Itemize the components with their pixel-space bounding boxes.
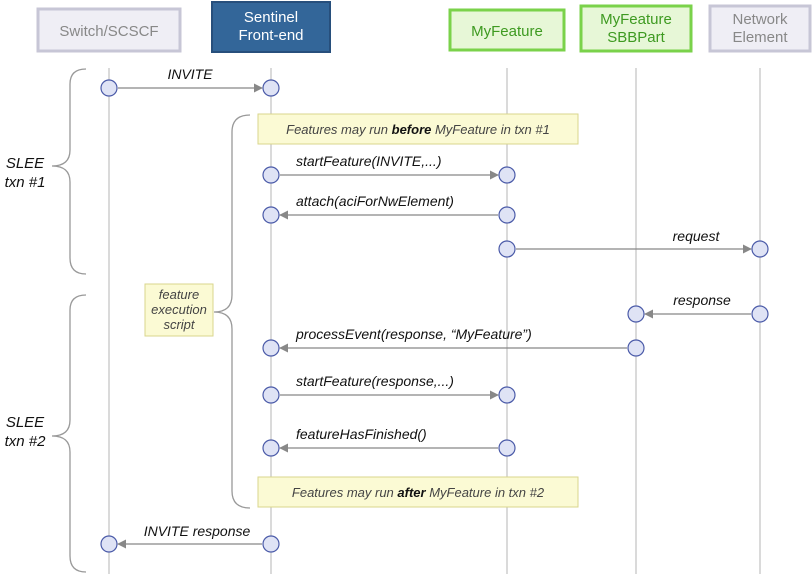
actor-network-label-line1: Network [732,11,788,28]
actor-network-element: Network Element [708,4,812,53]
point-network-request [751,240,769,258]
point-myfeature-finished [498,439,516,457]
actor-sentinel-front-end: Sentinel Front-end [211,1,331,53]
point-network-response [751,305,769,323]
msg-feature-has-finished: featureHasFinished() [296,426,427,442]
note-before-bold: before [392,122,432,137]
msg-invite: INVITE [167,66,213,82]
point-switch-invite-response [100,535,118,553]
note-after-pre: Features may run [292,485,398,500]
msg-process-event: processEvent(response, “MyFeature”) [295,326,532,342]
txn2-label-line2: txn #2 [5,433,47,450]
txn2-brace [51,294,87,573]
actor-sbbpart-label-line1: MyFeature [600,11,672,28]
note-after-bold: after [397,485,426,500]
point-myfeature-attach [498,206,516,224]
script-note-line2: execution [151,302,207,317]
point-sentinel-start1 [262,166,280,184]
point-sentinel-invite [262,79,280,97]
msg-start-feature-response: startFeature(response,...) [296,373,454,389]
script-note-line1: feature [159,287,199,302]
actor-myfeature-label: MyFeature [471,23,543,40]
actor-switch: Switch/SCSCF [36,7,182,53]
note-after: Features may run after MyFeature in txn … [257,476,579,508]
point-sbbpart-response [627,305,645,323]
actor-switch-label: Switch/SCSCF [59,23,158,40]
txn1-brace [51,68,87,275]
actor-myfeature-sbbpart: MyFeature SBBPart [579,4,693,53]
point-sentinel-invite-response [262,535,280,553]
note-before: Features may run before MyFeature in txn… [257,113,579,145]
msg-attach: attach(aciForNwElement) [296,193,454,209]
note-before-pre: Features may run [286,122,392,137]
note-feature-execution-script: feature execution script [144,283,214,337]
actor-sentinel-label-line2: Front-end [238,27,303,44]
point-sentinel-attach [262,206,280,224]
point-sentinel-finished [262,439,280,457]
point-sentinel-process [262,339,280,357]
actor-sentinel-label-line1: Sentinel [244,9,298,26]
point-sentinel-start2 [262,386,280,404]
script-brace [213,114,251,509]
svg-text:Features may run before MyFeat: Features may run before MyFeature in txn… [286,122,550,137]
txn1-label-line1: SLEE [6,155,45,172]
msg-request: request [673,228,721,244]
activation-points [100,79,769,553]
script-note-line3: script [163,317,195,332]
point-switch-invite [100,79,118,97]
point-myfeature-start1 [498,166,516,184]
point-myfeature-start2 [498,386,516,404]
point-myfeature-request [498,240,516,258]
svg-text:Features may run after MyFeatu: Features may run after MyFeature in txn … [292,485,545,500]
txn1-label-line2: txn #1 [5,174,46,191]
actor-sbbpart-label-line2: SBBPart [607,29,665,46]
msg-start-feature-invite: startFeature(INVITE,...) [296,153,441,169]
msg-invite-response: INVITE response [144,523,251,539]
messages [117,83,752,549]
point-sbbpart-process [627,339,645,357]
txn2-label-line1: SLEE [6,414,45,431]
msg-response: response [673,292,731,308]
actor-myfeature: MyFeature [448,8,566,52]
actor-network-label-line2: Element [732,29,788,46]
note-before-post: MyFeature in txn #1 [431,122,550,137]
note-after-post: MyFeature in txn #2 [426,485,545,500]
